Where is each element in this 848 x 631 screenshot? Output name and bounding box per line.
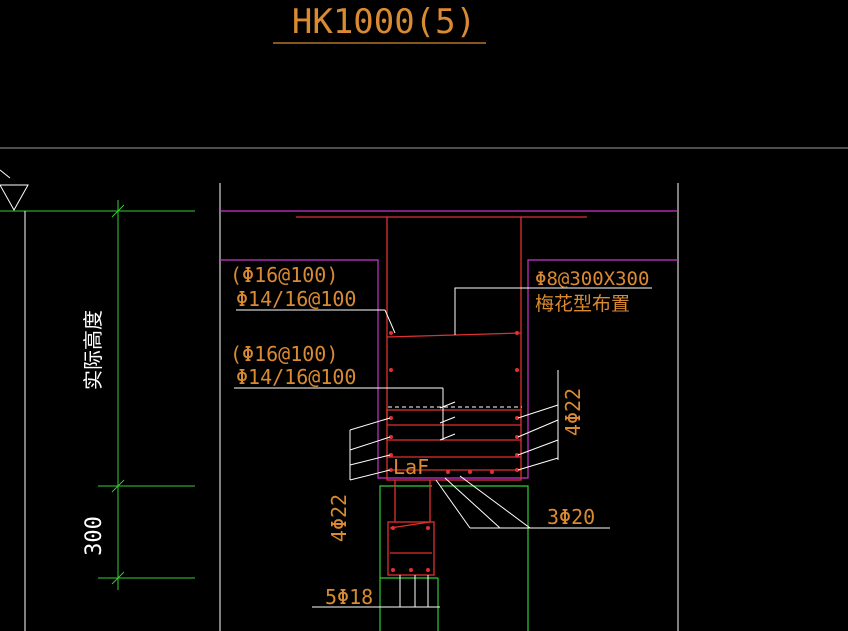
section-frame: [219, 183, 679, 631]
dim-300-label: 300: [82, 516, 107, 556]
rebar-label-left-top-2: Φ14/16@100: [236, 287, 356, 311]
rebar-label-left-top: (Φ16@100): [230, 263, 338, 287]
rebar-label-right-top: Φ8@300X300: [535, 268, 649, 290]
slab-outline: [220, 210, 678, 479]
rebar-label-left-mid: (Φ16@100): [230, 342, 338, 366]
rebar-label-left-mid-2: Φ14/16@100: [236, 365, 356, 389]
side-bars-right-label: 4Φ22: [561, 388, 585, 436]
lower-bars-label: 5Φ18: [325, 585, 373, 609]
leader-lines: [234, 287, 652, 608]
reinforcement-cage: [296, 216, 587, 576]
lower-wall: [379, 485, 529, 631]
rebar-dots: [389, 331, 519, 572]
rebar-label-right-top-2: 梅花型布置: [535, 293, 630, 315]
dimension-system: [0, 169, 195, 631]
drawing-title: HK1000(5): [292, 2, 476, 42]
dim-height-label: 实际高度: [81, 310, 105, 390]
bottom-bars-label: 3Φ20: [547, 505, 595, 529]
side-bars-left-label: 4Φ22: [327, 494, 351, 542]
anchor-label: LaF: [393, 455, 429, 479]
